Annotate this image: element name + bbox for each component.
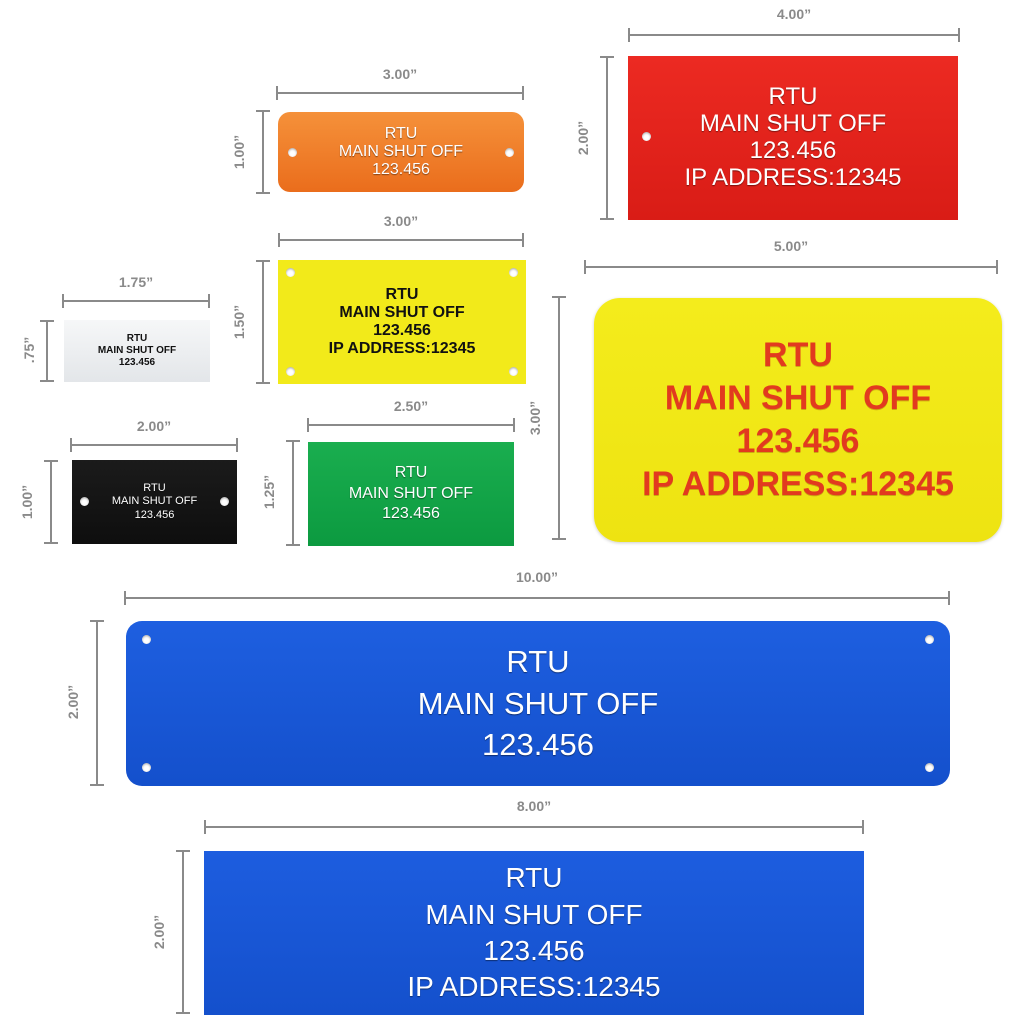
plate-line-2: MAIN SHUT OFF [338,143,464,161]
blue-long-nameplate: RTU MAIN SHUT OFF 123.456 [126,621,950,786]
plate-line-2: MAIN SHUT OFF [664,379,932,418]
orange-width-label: 3.00” [382,66,418,82]
plate-line-3: 123.456 [481,727,595,763]
plate-line-4: IP ADDRESS:12345 [407,971,661,1003]
orange-nameplate: RTU MAIN SHUT OFF 123.456 [278,112,524,192]
yellow-small-width-dimension: 3.00” [278,213,524,253]
black-height-dimension: 1.00” [19,460,58,544]
blue-long-width-label: 10.00” [515,569,559,585]
plate-line-3: 123.456 [372,160,430,178]
plate-line-2: MAIN SHUT OFF [699,110,887,138]
plate-line-3: 123.456 [118,357,156,368]
white-height-dimension: .75” [21,320,54,382]
plate-line-3: 123.456 [134,508,175,521]
plate-line-1: RTU [385,286,419,304]
red-nameplate: RTU MAIN SHUT OFF 123.456 IP ADDRESS:123… [628,56,958,220]
orange-height-label: 1.00” [231,134,248,170]
yellow-large-height-label: 3.00” [527,400,544,436]
plate-line-3: 123.456 [749,137,837,164]
blue-wide-width-label: 8.00” [516,798,552,814]
yellow-large-height-dimension: 3.00” [527,296,566,540]
plate-line-4: IP ADDRESS:12345 [642,464,954,503]
black-width-dimension: 2.00” [70,418,238,458]
green-width-label: 2.50” [393,398,429,414]
plate-line-2: MAIN SHUT OFF [425,898,643,930]
plate-line-2: MAIN SHUT OFF [97,345,177,356]
red-height-label: 2.00” [575,120,592,156]
black-nameplate: RTU MAIN SHUT OFF 123.456 [72,460,237,544]
white-nameplate: RTU MAIN SHUT OFF 123.456 [64,320,210,382]
blue-wide-height-dimension: 2.00” [151,850,190,1014]
plate-line-2: MAIN SHUT OFF [417,685,659,721]
plate-line-2: MAIN SHUT OFF [111,495,198,508]
plate-line-1: RTU [763,336,833,375]
orange-height-dimension: 1.00” [231,110,270,194]
plate-line-1: RTU [126,333,148,344]
plate-line-3: 123.456 [373,322,431,339]
white-width-label: 1.75” [118,274,154,290]
plate-line-2: MAIN SHUT OFF [339,304,465,322]
blue-wide-nameplate: RTU MAIN SHUT OFF 123.456 IP ADDRESS:123… [204,851,864,1015]
green-width-dimension: 2.50” [307,398,515,438]
yellow-small-width-label: 3.00” [383,213,419,229]
plate-line-1: RTU [384,125,418,143]
green-nameplate: RTU MAIN SHUT OFF 123.456 [308,442,514,546]
black-height-label: 1.00” [19,484,36,520]
red-width-label: 4.00” [776,6,812,22]
yellow-small-nameplate: RTU MAIN SHUT OFF 123.456 IP ADDRESS:123… [278,260,526,384]
blue-long-height-label: 2.00” [65,684,82,720]
plate-line-1: RTU [394,463,428,481]
plate-line-4: IP ADDRESS:12345 [684,163,902,191]
blue-long-height-dimension: 2.00” [65,620,104,786]
plate-line-1: RTU [143,482,166,495]
plate-line-1: RTU [505,862,563,894]
blue-wide-height-label: 2.00” [151,914,168,950]
plate-line-1: RTU [506,644,570,680]
plate-line-2: MAIN SHUT OFF [348,484,474,502]
plate-line-3: 123.456 [483,935,585,966]
white-height-label: .75” [21,336,38,364]
red-height-dimension: 2.00” [575,56,614,220]
yellow-large-width-label: 5.00” [773,238,809,254]
yellow-large-nameplate: RTU MAIN SHUT OFF 123.456 IP ADDRESS:123… [594,298,1002,542]
plate-line-3: 123.456 [382,505,440,523]
plate-line-3: 123.456 [736,422,860,460]
plate-line-1: RTU [768,83,818,111]
red-width-dimension: 4.00” [628,6,960,48]
green-height-dimension: 1.25” [261,440,300,546]
blue-long-width-dimension: 10.00” [124,569,950,611]
yellow-small-height-label: 1.50” [231,304,248,340]
orange-width-dimension: 3.00” [276,66,524,106]
white-width-dimension: 1.75” [62,274,210,314]
black-width-label: 2.00” [136,418,172,434]
green-height-label: 1.25” [261,474,278,510]
plate-line-4: IP ADDRESS:12345 [328,339,476,357]
blue-wide-width-dimension: 8.00” [204,798,864,840]
yellow-small-height-dimension: 1.50” [231,260,270,384]
yellow-large-width-dimension: 5.00” [584,238,998,280]
